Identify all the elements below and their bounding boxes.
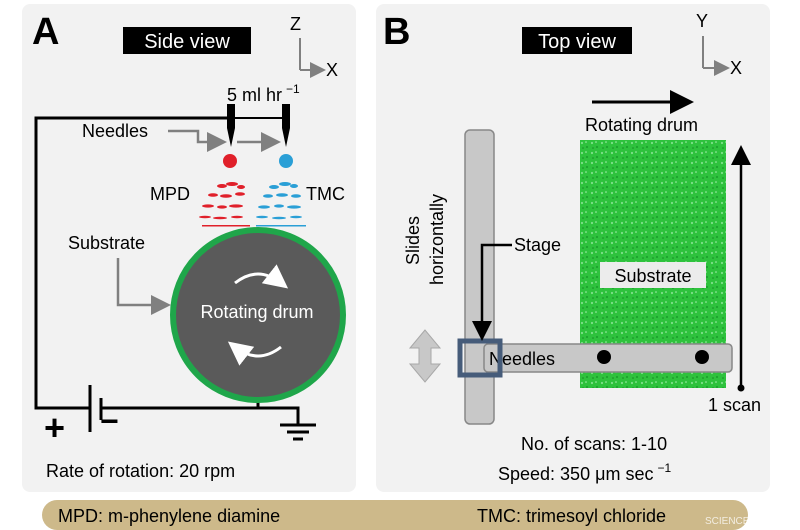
slides-label-line1: Slides: [403, 216, 423, 265]
needle-dot-right: [695, 350, 709, 364]
footer-bar: [42, 500, 748, 530]
plus-sign: +: [44, 407, 65, 448]
needle-dot-left: [597, 350, 611, 364]
side-view-label-box: [123, 27, 251, 54]
side-view-label: Side view: [144, 31, 230, 53]
double-arrow-icon: [408, 329, 442, 383]
needles-label-b: Needles: [489, 349, 555, 369]
stage-label: Stage: [514, 235, 561, 255]
circuit-wire: [34, 116, 232, 410]
ground-lead: [258, 406, 300, 425]
drum-label-b: Rotating drum: [585, 115, 698, 135]
panel-a-letter: A: [32, 11, 59, 53]
zx-axes-icon: Z X: [290, 14, 338, 80]
footer: MPD: m-phenylene diamine TMC: trimesoyl …: [42, 500, 790, 530]
mpd-definition: MPD: m-phenylene diamine: [58, 506, 280, 526]
tmc-definition: TMC: trimesoyl chloride: [477, 506, 666, 526]
drum-label-a: Rotating drum: [200, 302, 313, 322]
tmc-spray: [256, 182, 306, 227]
needle-left-icon: [227, 104, 235, 147]
scans-count-label: No. of scans: 1-10: [521, 434, 667, 454]
needles-arrow-left: [168, 129, 227, 152]
flow-rate-label: 5 ml hr−1: [227, 82, 300, 105]
axis-x-label: X: [326, 60, 338, 80]
stage-arrow: [472, 243, 512, 341]
mpd-droplet: [223, 154, 237, 168]
yx-axes-icon: Y X: [696, 11, 742, 78]
mpd-spray: [199, 182, 250, 227]
scan-label: 1 scan: [708, 395, 761, 415]
needles-label-a: Needles: [82, 121, 148, 141]
substrate-label-b: Substrate: [614, 266, 691, 286]
mpd-label: MPD: [150, 184, 190, 204]
watermark: SCIENCEAQ.COM: [705, 516, 790, 527]
panel-b: B Top view Y X Rotating drum Substrate 1…: [376, 4, 770, 492]
substrate-label-a: Substrate: [68, 233, 145, 253]
rotation-arrow-top-icon: [234, 264, 289, 289]
top-view-label: Top view: [538, 31, 616, 53]
rotating-drum: [170, 227, 346, 403]
axis-x-label-b: X: [730, 58, 742, 78]
axis-z-label: Z: [290, 14, 301, 34]
slides-label-line2: horizontally: [427, 194, 447, 285]
top-view-label-box: [522, 27, 632, 54]
ground-symbol-icon: [280, 423, 316, 441]
tmc-label: TMC: [306, 184, 345, 204]
stage-rail: [464, 129, 495, 425]
panel-b-letter: B: [383, 11, 410, 53]
axis-y-label: Y: [696, 11, 708, 31]
rotation-arrow-bottom-icon: [227, 341, 282, 366]
tmc-droplet: [279, 154, 293, 168]
substrate-label-box: [600, 262, 706, 288]
speed-label: Speed: 350 μm sec−1: [498, 461, 671, 484]
substrate-arrow: [116, 258, 171, 315]
stage-clamp: [457, 338, 503, 378]
needle-right-icon: [282, 104, 290, 147]
rotation-rate-label: Rate of rotation: 20 rpm: [46, 461, 235, 481]
panel-a: A Side view Z X 5 ml hr−1 + −: [22, 4, 356, 492]
minus-sign: −: [100, 403, 119, 439]
scan-start-dot: [737, 384, 745, 392]
